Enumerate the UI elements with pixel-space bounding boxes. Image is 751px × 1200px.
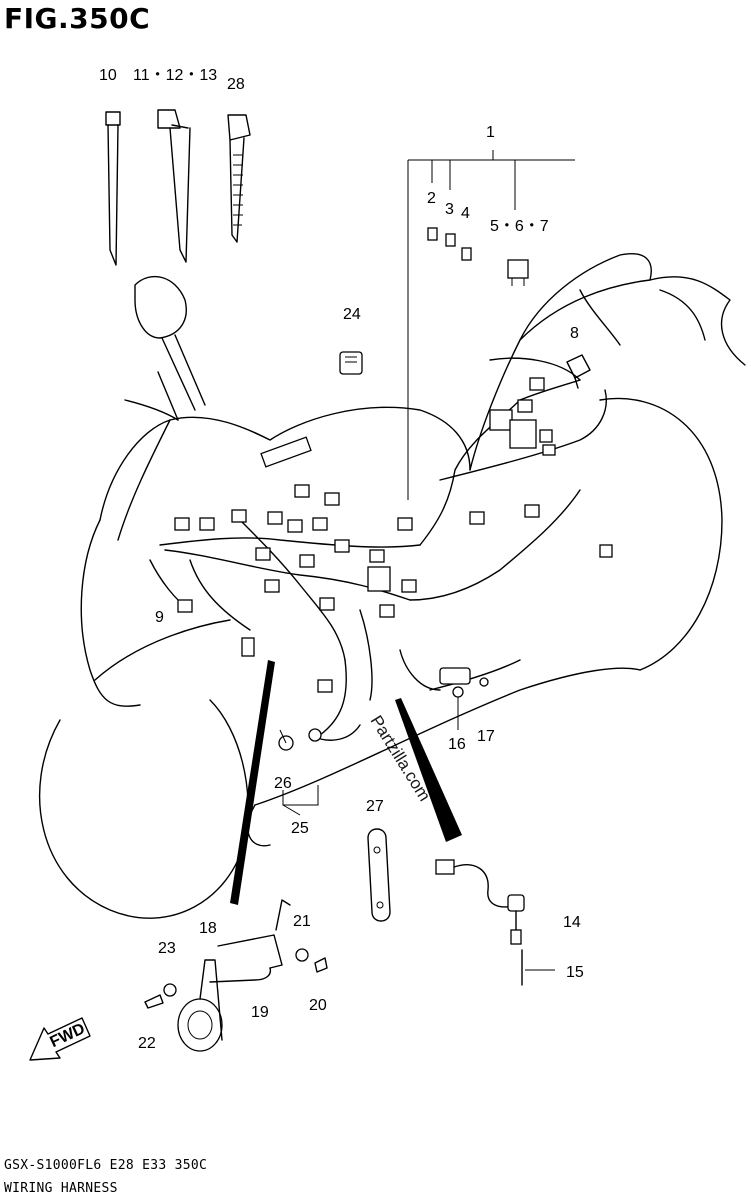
sensor-wire-14-15 — [435, 859, 555, 986]
callout-18: 18 — [199, 920, 217, 937]
callout-labels: 1 2 3 4 5・6・7 8 9 10 11・12・13 14 15 16 1… — [99, 67, 584, 1052]
callout-5-6-7: 5・6・7 — [490, 218, 549, 235]
callout-4: 4 — [461, 205, 470, 222]
callout-8: 8 — [570, 325, 579, 342]
callout-23: 23 — [158, 940, 176, 957]
part-24-clip — [339, 351, 363, 375]
callout-3: 3 — [445, 201, 454, 218]
callout-22: 22 — [138, 1035, 156, 1052]
callout-17: 17 — [477, 728, 495, 745]
callout-25: 25 — [291, 820, 309, 837]
leader-lines-relays — [407, 150, 575, 500]
callout-28: 28 — [227, 76, 245, 93]
cable-ties — [105, 109, 251, 266]
callout-27: 27 — [366, 798, 384, 815]
figure-title: FIG.350C — [4, 2, 151, 35]
callout-14: 14 — [563, 914, 581, 931]
sensor-16-17 — [439, 667, 489, 730]
callout-11-12-13: 11・12・13 — [133, 67, 217, 84]
callout-26: 26 — [274, 775, 292, 792]
callout-19: 19 — [251, 1004, 269, 1021]
callout-15: 15 — [566, 964, 584, 981]
callout-1: 1 — [486, 124, 495, 141]
callout-2: 2 — [427, 190, 436, 207]
horn-assembly — [144, 899, 328, 1052]
fwd-arrow-icon: FWD — [29, 1017, 91, 1061]
model-code-line: GSX-S1000FL6 E28 E33 350C — [4, 1158, 208, 1173]
callout-9: 9 — [155, 609, 164, 626]
callout-21: 21 — [293, 913, 311, 930]
callout-24: 24 — [343, 306, 361, 323]
callout-10: 10 — [99, 67, 117, 84]
fuses-and-relay — [427, 227, 529, 286]
part-8-clamp — [566, 354, 591, 389]
part-27-bracket — [367, 828, 391, 922]
motorcycle-outline — [39, 253, 746, 919]
callout-20: 20 — [309, 997, 327, 1014]
main-wiring-harness — [149, 289, 621, 741]
figure-description: WIRING HARNESS — [4, 1181, 118, 1196]
ground-wire — [278, 728, 322, 816]
pointer-wedges — [230, 660, 462, 905]
callout-16: 16 — [448, 736, 466, 753]
